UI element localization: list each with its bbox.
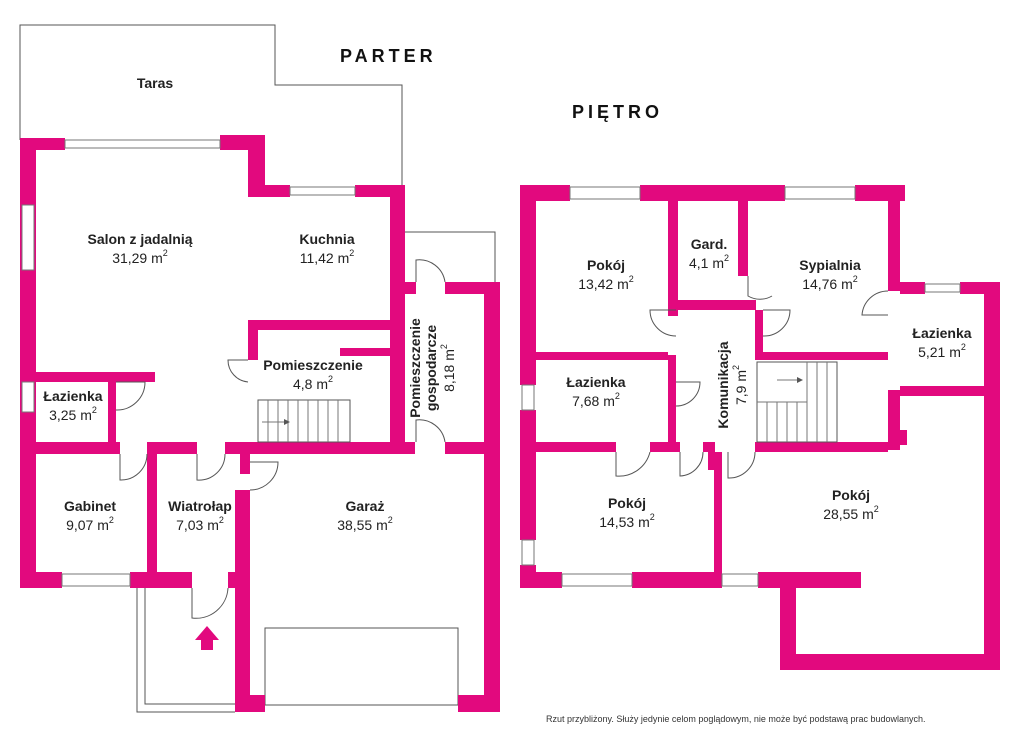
upper-floor: PIĘTRO Pokój 13,42 m2 Gard. 4,1 m2 Sypia… (520, 102, 1000, 670)
room-komunikacja-area: 7,9 m2 (731, 365, 749, 405)
room-gard-name: Gard. (691, 236, 728, 252)
room-taras-name: Taras (137, 75, 174, 91)
ground-floor: PARTER Taras Salon z jadalnią 31,29 m2 K… (19, 24, 500, 713)
ground-windows (21, 139, 356, 587)
ground-stairs (257, 399, 351, 443)
entrance-arrow-icon (195, 626, 219, 650)
room-pokoj3-area: 28,55 m2 (823, 504, 879, 522)
room-pokoj3-name: Pokój (832, 487, 870, 503)
room-gabinet-name: Gabinet (64, 498, 116, 514)
room-pokoj1-name: Pokój (587, 257, 625, 273)
upper-floor-title: PIĘTRO (572, 102, 663, 122)
room-kuchnia-name: Kuchnia (299, 231, 354, 247)
room-gospodarcze-area: 8,18 m2 (439, 344, 457, 392)
upper-windows (521, 186, 961, 587)
room-gospodarcze-label: Pomieszczenie gospodarcze 8,18 m2 (407, 318, 457, 418)
room-komunikacja-name: Komunikacja (715, 341, 731, 428)
room-pomieszczenie-name: Pomieszczenie (263, 357, 363, 373)
upper-stairs (756, 361, 838, 443)
disclaimer-note: Rzut przybliżony. Służy jedynie celom po… (546, 714, 926, 724)
room-lazienka2-area: 7,68 m2 (572, 391, 620, 409)
ground-doors (115, 259, 446, 619)
room-sypialnia-name: Sypialnia (799, 257, 861, 273)
room-lazienka-area: 3,25 m2 (49, 405, 97, 423)
room-pokoj2-area: 14,53 m2 (599, 512, 655, 530)
room-pokoj2-name: Pokój (608, 495, 646, 511)
porch-outline (136, 585, 235, 713)
garage-door (264, 627, 459, 706)
room-gard-area: 4,1 m2 (689, 253, 729, 271)
room-sypialnia-area: 14,76 m2 (802, 274, 858, 292)
room-lazienka-name: Łazienka (43, 388, 102, 404)
room-pomieszczenie-area: 4,8 m2 (293, 374, 333, 392)
room-salon-area: 31,29 m2 (112, 248, 168, 266)
room-lazienka1-area: 5,21 m2 (918, 342, 966, 360)
room-garaz-area: 38,55 m2 (337, 515, 393, 533)
room-lazienka2-name: Łazienka (566, 374, 625, 390)
room-wiatrolap-name: Wiatrołap (168, 498, 232, 514)
room-gospodarcze-name1: Pomieszczenie (407, 318, 423, 418)
ground-walls (20, 135, 500, 712)
room-wiatrolap-area: 7,03 m2 (176, 515, 224, 533)
room-salon-name: Salon z jadalnią (87, 231, 192, 247)
upper-walls (520, 185, 1000, 670)
terrace-outline (19, 24, 403, 185)
room-gabinet-area: 9,07 m2 (66, 515, 114, 533)
room-gospodarcze-name2: gospodarcze (423, 325, 439, 412)
utility-extension-outline (405, 231, 496, 282)
room-lazienka1-name: Łazienka (912, 325, 971, 341)
room-pokoj1-area: 13,42 m2 (578, 274, 634, 292)
ground-floor-title: PARTER (340, 46, 437, 66)
upper-doors (615, 276, 889, 479)
room-garaz-name: Garaż (346, 498, 385, 514)
room-kuchnia-area: 11,42 m2 (300, 248, 355, 266)
room-komunikacja-label: Komunikacja 7,9 m2 (715, 341, 749, 428)
